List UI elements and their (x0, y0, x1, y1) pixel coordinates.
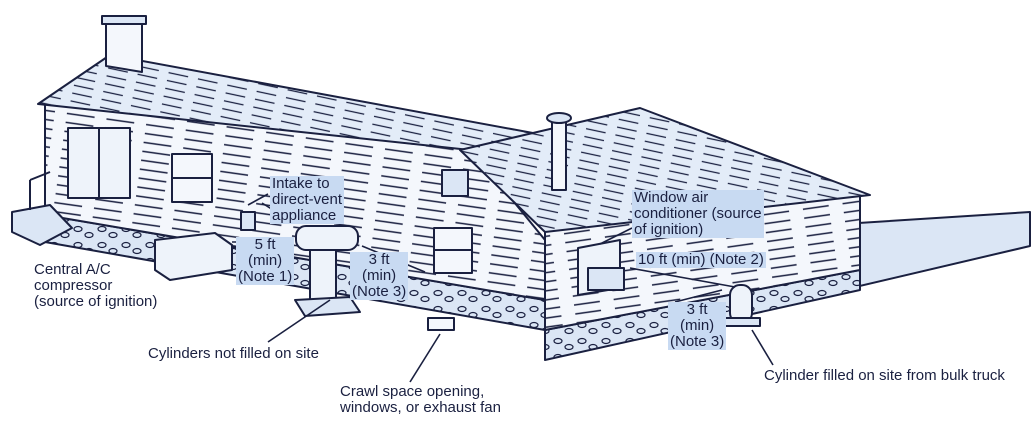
label-line: 3 ft (368, 251, 390, 268)
label-cylinder-filled: Cylinder filled on site from bulk truck (764, 367, 1005, 384)
label-line: 5 ft (254, 236, 276, 253)
label-line: 3 ft (686, 301, 708, 318)
label-3ft-clearance-b: 3 ft (min) (Note 3) (668, 301, 727, 350)
label-3ft-clearance-a: 3 ft (min) (Note 3) (350, 251, 409, 300)
label-line: Intake to (272, 175, 330, 192)
label-cylinders-not-filled: Cylinders not filled on site (148, 345, 319, 362)
label-line: (Note 3) (352, 283, 407, 300)
label-line: compressor (34, 277, 113, 294)
label-line: (min) (362, 267, 397, 284)
vent-pipe (551, 117, 567, 191)
label-window-ac: Window air conditioner (source of igniti… (632, 190, 764, 238)
label-line: conditioner (source (634, 205, 762, 222)
label-line: Central A/C (34, 261, 111, 278)
central-ac-unit (154, 232, 233, 281)
steps (11, 204, 73, 246)
label-5ft-clearance: 5 ft (min) (Note 1) (236, 236, 295, 285)
label-line: (Note 1) (238, 268, 293, 285)
label-line: (min) (680, 317, 715, 334)
label-10ft-clearance: 10 ft (min) (Note 2) (636, 251, 766, 268)
label-crawl-space: Crawl space opening, windows, or exhaust… (340, 384, 501, 416)
label-line: (min) (248, 252, 283, 269)
label-line: windows, or exhaust fan (340, 399, 501, 416)
label-line: of ignition) (634, 221, 704, 238)
label-central-ac: Central A/C compressor (source of igniti… (34, 262, 157, 310)
chimney (105, 19, 143, 73)
label-line: Crawl space opening, (340, 383, 485, 400)
label-line: (source of ignition) (34, 293, 158, 310)
label-line: appliance (272, 207, 337, 224)
label-line: direct-vent (272, 191, 343, 208)
crawl-space-opening (427, 317, 455, 331)
label-line: Window air (634, 189, 709, 206)
label-intake: Intake to direct-vent appliance (270, 175, 345, 224)
intake-vent (240, 211, 256, 231)
label-line: (Note 3) (670, 333, 725, 350)
